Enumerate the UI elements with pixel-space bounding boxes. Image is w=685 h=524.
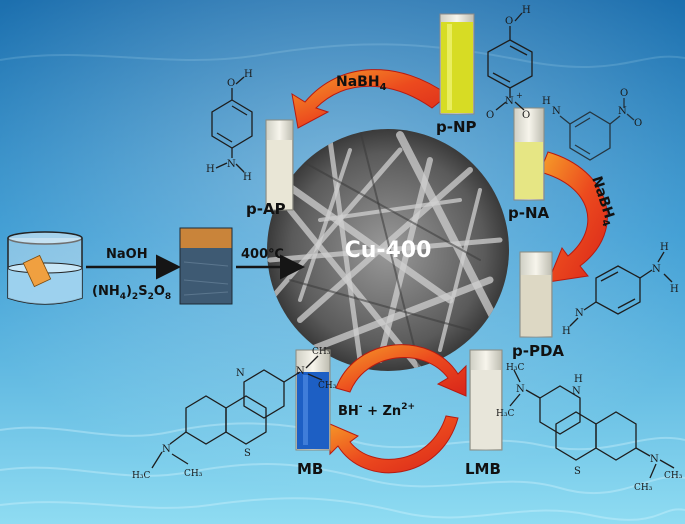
- atom-pnp-plus: +: [516, 91, 523, 100]
- atom-ppda-h3: H: [562, 326, 571, 337]
- vial-mb: [295, 349, 331, 451]
- structure-leuco-methylene-blue: [509, 369, 675, 479]
- atom-mb-s: S: [244, 448, 251, 459]
- atom-pap-o: O: [227, 78, 235, 89]
- reduction-arrow-right: [539, 151, 608, 283]
- atom-lmb-h3c-b: H₃C: [496, 409, 514, 419]
- atom-lmb-h3c-a: H₃C: [506, 363, 524, 373]
- atom-lmb-n2: N: [516, 384, 525, 395]
- vial-pap: [265, 119, 294, 211]
- atom-ppda-h2: H: [670, 284, 679, 295]
- atom-lmb-n3: N: [650, 454, 659, 465]
- atom-pna-o2: O: [634, 118, 642, 129]
- label-lmb: LMB: [465, 460, 501, 478]
- reduction-arrow-top: [291, 69, 449, 129]
- center-label: Cu-400: [345, 238, 432, 263]
- reduction-label-top: NaBH4: [336, 74, 387, 93]
- vial-lmb: [469, 349, 503, 451]
- label-pap: p-AP: [246, 200, 286, 218]
- vial-pna: [513, 107, 545, 201]
- atom-mb-n3: N: [162, 444, 171, 455]
- dye-reaction-label: BH- + Zn2+: [338, 402, 415, 419]
- atom-lmb-ch3-b: CH₃: [664, 471, 683, 481]
- atom-pna-o: O: [620, 88, 628, 99]
- reagent-persulfate: (NH4)2S2O8: [92, 284, 171, 302]
- atom-pnp-n: N: [505, 96, 514, 107]
- atom-ppda-n: N: [652, 264, 661, 275]
- copper-foil: [179, 227, 233, 305]
- atom-lmb-s: S: [574, 466, 581, 477]
- atom-pap-h3: H: [243, 172, 252, 183]
- atom-mb-n2: N: [296, 366, 305, 377]
- structure-p-nitrophenol: [487, 12, 533, 111]
- atom-pap-n: N: [227, 159, 236, 170]
- label-mb: MB: [297, 460, 323, 478]
- atom-lmb-h: H: [574, 374, 583, 385]
- atom-pap-h: H: [244, 69, 253, 80]
- atom-ppda-n2: N: [575, 308, 584, 319]
- structure-p-phenylenediamine: [569, 251, 673, 327]
- atom-pnp-o3: O: [522, 110, 530, 121]
- label-pna: p-NA: [508, 204, 550, 222]
- structure-methylene-blue: [151, 355, 323, 469]
- atom-mb-n: N: [236, 368, 245, 379]
- atom-pap-h2: H: [206, 164, 215, 175]
- structure-p-aminophenol: [211, 76, 253, 173]
- atom-pna-n2: N: [618, 106, 627, 117]
- atom-lmb-n: N: [572, 386, 581, 397]
- cycle-arrow-upper: [335, 344, 467, 397]
- atom-mb-h3c: H₃C: [132, 471, 150, 481]
- atom-pnp-o: O: [505, 16, 513, 27]
- atom-pnp-o2: O: [486, 110, 494, 121]
- atom-mb-ch3-a: CH₃: [312, 347, 331, 357]
- label-ppda: p-PDA: [512, 342, 564, 360]
- atom-ppda-h: H: [660, 242, 669, 253]
- label-pnp: p-NP: [436, 118, 477, 136]
- beaker-icon: [7, 231, 83, 305]
- atom-pna-n: N: [552, 106, 561, 117]
- atom-mb-ch3-b: CH₃: [318, 381, 337, 391]
- structure-p-nitroaniline: [559, 98, 635, 161]
- vial-pnp: [439, 13, 475, 115]
- vial-ppda: [519, 251, 553, 338]
- atom-mb-ch3-c: CH₃: [184, 469, 203, 479]
- atom-lmb-ch3-a: CH₃: [634, 483, 653, 493]
- reagent-naoh: NaOH: [106, 247, 148, 262]
- sem-image: [267, 129, 509, 371]
- atom-pna-h: H: [542, 96, 551, 107]
- atom-pnp-h: H: [522, 5, 531, 16]
- temperature-label: 400℃: [241, 247, 284, 262]
